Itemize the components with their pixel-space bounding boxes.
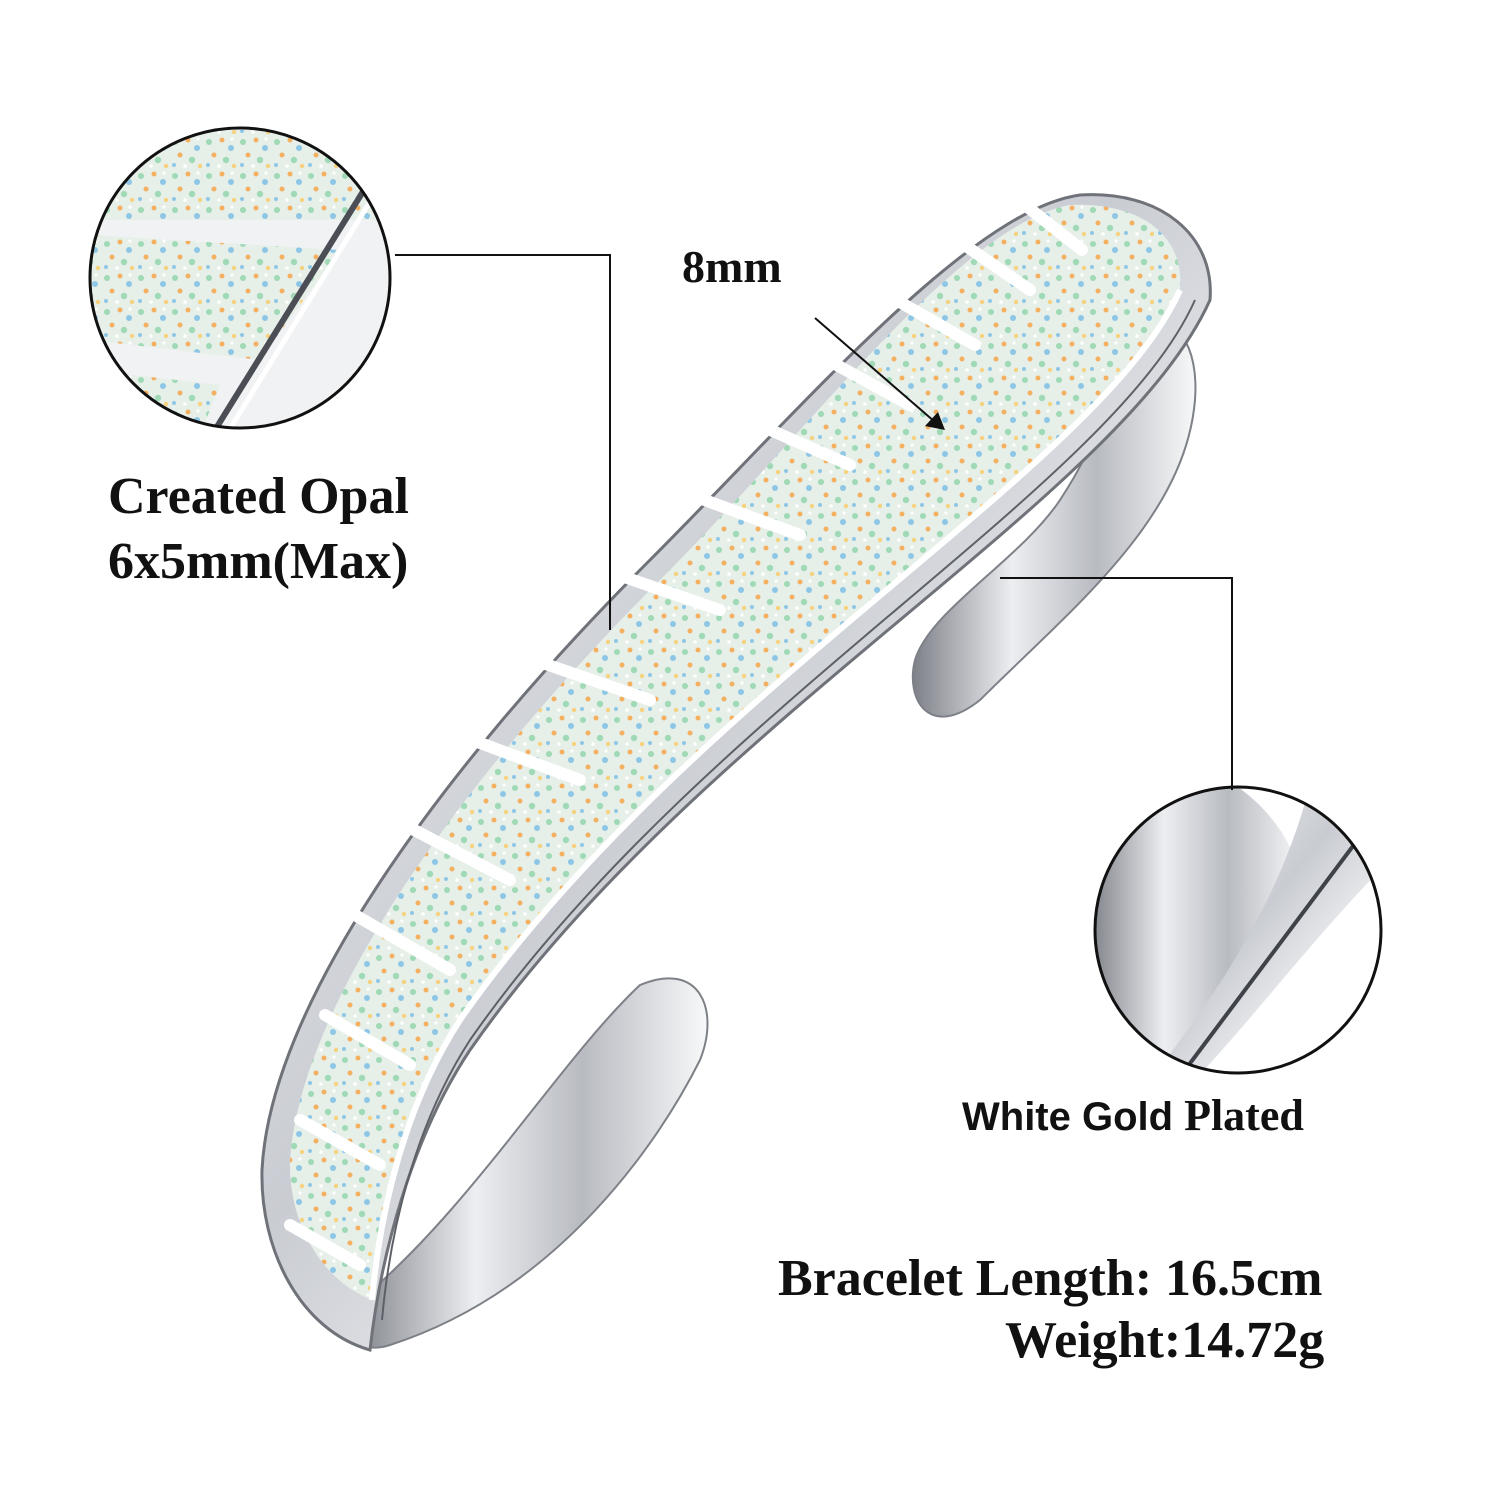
bracelet-weight-spec: Weight:14.72g: [1005, 1312, 1325, 1369]
opal-zoom-circle: [88, 126, 392, 430]
plating-label-part1: White Gold: [962, 1095, 1174, 1139]
plating-leader-line: [1000, 577, 1233, 790]
plating-label: White Gold Plated: [962, 1091, 1304, 1140]
width-label: 8mm: [682, 241, 782, 293]
bracelet-edge-highlight: [369, 288, 1183, 1301]
opal-label-line1: Created Opal: [108, 468, 409, 525]
opal-cuff-bracelet: [260, 193, 1212, 1352]
bracelet-opal-channel: [289, 204, 1181, 1300]
bracelet-inner-lower: [349, 977, 709, 1349]
plating-label-part2: Plated: [1184, 1091, 1304, 1140]
opal-leader-line: [395, 254, 611, 630]
bracelet-edge-line: [381, 299, 1196, 1321]
opal-label: Created Opal 6x5mm(Max): [108, 468, 409, 598]
bracelet-length-spec: Bracelet Length: 16.5cm: [778, 1250, 1323, 1307]
opal-tile-dividers: [284, 199, 1088, 1271]
width-text: 8mm: [682, 241, 782, 292]
width-dimension-arrow: [814, 317, 945, 430]
opal-label-line2: 6x5mm(Max): [108, 533, 409, 591]
metal-zoom-circle: [1093, 785, 1383, 1075]
